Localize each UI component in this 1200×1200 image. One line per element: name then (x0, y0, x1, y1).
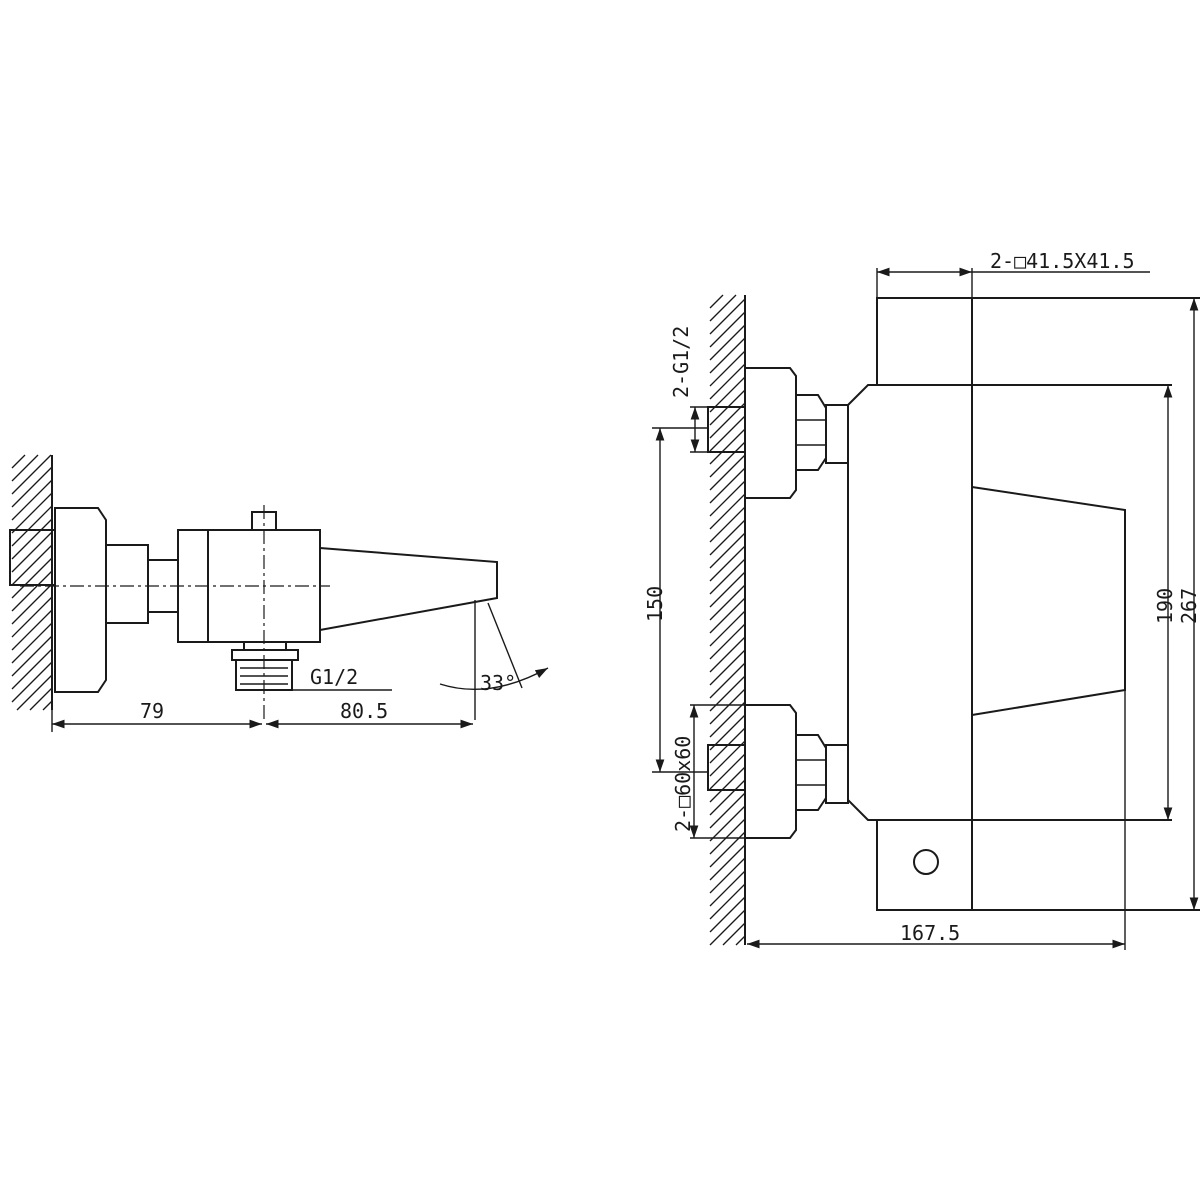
side-dim-79-label: 79 (140, 699, 164, 723)
side-connector-nut (105, 544, 149, 624)
hatch-line (709, 870, 746, 907)
hatch-line (11, 454, 26, 469)
hatch-line (709, 506, 746, 543)
side-view: G1/2 33° 79 80.5 (9, 454, 549, 732)
side-bottom-outlet (231, 642, 299, 691)
hatch-line (11, 557, 53, 599)
hatch-line (709, 740, 746, 777)
front-spout (971, 486, 1126, 716)
hatch-line (709, 402, 746, 439)
front-top-flange (745, 367, 797, 499)
hatch-line (709, 857, 746, 894)
hatch-line (709, 701, 746, 738)
hatch-line (709, 441, 746, 478)
hatch-line (709, 571, 746, 608)
front-inlet-thread-label: 2-G1/2 (669, 326, 693, 398)
hatch-line (709, 805, 746, 842)
front-dim-150-label: 150 (643, 586, 667, 622)
hatch-line (11, 583, 53, 625)
hatch-line (11, 544, 53, 586)
hatch-line (11, 570, 53, 612)
hatch-line (11, 492, 53, 534)
hatch-line (709, 597, 746, 634)
hatch-line (709, 311, 746, 348)
hatch-line (11, 505, 53, 547)
front-view: 2-□41.5X41.5 2-G1/2 150 2-□60x60 190 267… (643, 249, 1200, 950)
front-flange-size-label: 2-□60x60 (671, 736, 695, 832)
hatch-line (709, 766, 746, 803)
hatch-line (11, 518, 53, 560)
hatch-line (709, 428, 746, 465)
hatch-line (709, 623, 746, 660)
hatch-line (709, 519, 746, 556)
side-angle-label: 33° (480, 671, 516, 695)
hatch-line (709, 324, 746, 361)
hatch-line (722, 922, 746, 946)
side-dim-80-5-label: 80.5 (340, 699, 388, 723)
front-top-handle (876, 297, 973, 386)
hatch-line (11, 531, 53, 573)
front-wall-hatch (709, 294, 746, 946)
hatch-line (709, 480, 746, 517)
hatch-line (11, 466, 53, 508)
hatch-line (709, 415, 746, 452)
hatch-line (709, 350, 746, 387)
front-dim-190-label: 190 (1153, 588, 1177, 624)
front-top-nut (795, 394, 827, 471)
hatch-line (709, 883, 746, 920)
hatch-line (709, 363, 746, 400)
hatch-line (709, 753, 746, 790)
hatch-line (11, 648, 53, 690)
side-wall-hatch (11, 454, 53, 711)
hatch-line (11, 661, 53, 703)
hatch-line (11, 635, 53, 677)
hatch-line (709, 909, 746, 946)
front-bottom-nut (795, 734, 827, 811)
front-dim-267-label: 267 (1177, 588, 1200, 624)
side-spout (319, 547, 498, 631)
front-indicator-circle (913, 849, 939, 875)
side-wall-flange (54, 507, 107, 693)
front-dim-167-5-label: 167.5 (900, 921, 960, 945)
hatch-line (11, 596, 53, 638)
hatch-line (709, 636, 746, 673)
front-mixer-body (847, 384, 973, 821)
hatch-line (709, 662, 746, 699)
hatch-line (11, 479, 53, 521)
hatch-line (709, 896, 746, 933)
front-bottom-flange (745, 704, 797, 839)
hatch-line (709, 792, 746, 829)
hatch-line (16, 674, 53, 711)
hatch-line (709, 294, 737, 322)
hatch-line (709, 779, 746, 816)
hatch-line (11, 454, 39, 482)
hatch-line (42, 700, 53, 711)
hatch-line (709, 294, 724, 309)
hatch-line (29, 687, 53, 711)
hatch-line (709, 337, 746, 374)
front-handle-size-label: 2-□41.5X41.5 (990, 249, 1135, 273)
hatch-line (709, 558, 746, 595)
hatch-line (709, 467, 746, 504)
front-bottom-handle (876, 819, 973, 911)
hatch-line (709, 688, 746, 725)
hatch-line (709, 844, 746, 881)
side-inlet-thread-label: G1/2 (310, 665, 358, 689)
hatch-line (709, 818, 746, 855)
hatch-line (709, 493, 746, 530)
hatch-line (11, 622, 53, 664)
hatch-line (709, 545, 746, 582)
hatch-line (709, 584, 746, 621)
hatch-line (709, 298, 746, 335)
hatch-line (11, 609, 53, 651)
front-top-inlet-nipple (707, 406, 746, 453)
hatch-line (709, 454, 746, 491)
hatch-line (709, 610, 746, 647)
front-bottom-inlet-nipple (707, 744, 746, 791)
hatch-line (11, 454, 52, 495)
hatch-line (735, 935, 746, 946)
hatch-line (709, 649, 746, 686)
hatch-line (709, 532, 746, 569)
